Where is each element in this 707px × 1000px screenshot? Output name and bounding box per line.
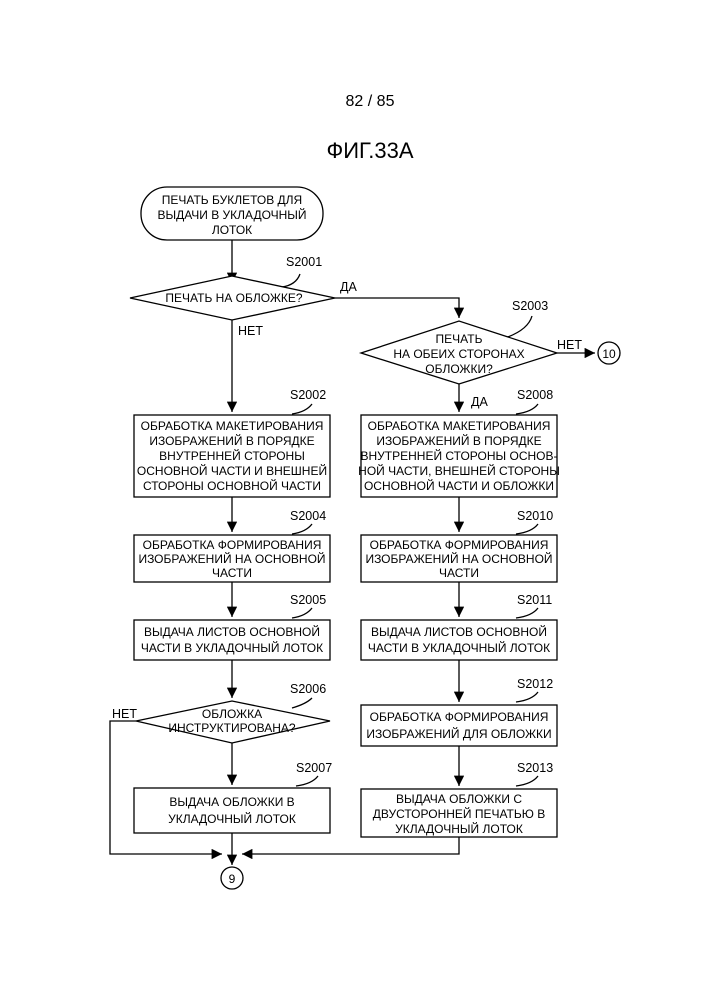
s2011-line-1: ВЫДАЧА ЛИСТОВ ОСНОВНОЙ (371, 624, 547, 639)
figure-title: ФИГ.33А (326, 138, 413, 163)
s2004-line-3: ЧАСТИ (212, 566, 252, 580)
step-id-s2001: S2001 (286, 255, 322, 269)
s2013-text: ВЫДАЧА ОБЛОЖКИ С ДВУСТОРОННЕЙ ПЕЧАТЬЮ В … (373, 792, 545, 836)
s2006-no-label: НЕТ (112, 707, 137, 721)
s2001-line-1: ПЕЧАТЬ НА ОБЛОЖКЕ? (165, 291, 302, 305)
s2001-no-label: НЕТ (238, 324, 263, 338)
step-id-s2005: S2005 (290, 593, 326, 607)
s2007-line-2: УКЛАДОЧНЫЙ ЛОТОК (168, 811, 296, 826)
s2002-line-2: ИЗОБРАЖЕНИЙ В ПОРЯДКЕ (149, 433, 314, 448)
step-id-s2006: S2006 (290, 682, 326, 696)
connector-10-label: 10 (602, 347, 616, 361)
step-labels: S2001 S2003 S2002 S2008 S2004 S2010 S200… (286, 255, 553, 775)
s2013-line-1: ВЫДАЧА ОБЛОЖКИ С (396, 792, 522, 806)
start-line-3: ЛОТОК (212, 223, 252, 237)
step-id-s2010: S2010 (517, 509, 553, 523)
page-number: 82 / 85 (346, 93, 395, 110)
step-id-s2012: S2012 (517, 677, 553, 691)
start-line-2: ВЫДАЧИ В УКЛАДОЧНЫЙ (157, 207, 306, 222)
s2001-text: ПЕЧАТЬ НА ОБЛОЖКЕ? (165, 291, 302, 305)
s2002-line-5: СТОРОНЫ ОСНОВНОЙ ЧАСТИ (143, 478, 321, 493)
s2003-line-2: НА ОБЕИХ СТОРОНАХ (393, 347, 524, 361)
step-id-s2003: S2003 (512, 299, 548, 313)
s2002-text: ОБРАБОТКА МАКЕТИРОВАНИЯ ИЗОБРАЖЕНИЙ В ПО… (137, 419, 327, 493)
s2012-line-2: ИЗОБРАЖЕНИЙ ДЛЯ ОБЛОЖКИ (366, 726, 551, 741)
s2011-line-2: ЧАСТИ В УКЛАДОЧНЫЙ ЛОТОК (368, 640, 550, 655)
s2012-line-1: ОБРАБОТКА ФОРМИРОВАНИЯ (370, 710, 549, 724)
s2013-line-3: УКЛАДОЧНЫЙ ЛОТОК (395, 821, 523, 836)
s2010-line-2: ИЗОБРАЖЕНИЙ НА ОСНОВНОЙ (365, 551, 552, 566)
step-id-s2007: S2007 (296, 761, 332, 775)
step-id-s2002: S2002 (290, 388, 326, 402)
s2003-line-1: ПЕЧАТЬ (436, 332, 483, 346)
s2008-line-5: ОСНОВНОЙ ЧАСТИ И ОБЛОЖКИ (364, 478, 554, 493)
s2001-yes-label: ДА (340, 280, 357, 294)
s2003-line-3: ОБЛОЖКИ? (425, 362, 493, 376)
start-line-1: ПЕЧАТЬ БУКЛЕТОВ ДЛЯ (162, 193, 302, 207)
s2008-line-4: НОЙ ЧАСТИ, ВНЕШНЕЙ СТОРОНЫ (358, 463, 560, 478)
s2007-line-1: ВЫДАЧА ОБЛОЖКИ В (169, 795, 294, 809)
s2002-line-4: ОСНОВНОЙ ЧАСТИ И ВНЕШНЕЙ (137, 463, 327, 478)
s2008-text: ОБРАБОТКА МАКЕТИРОВАНИЯ ИЗОБРАЖЕНИЙ В ПО… (358, 419, 560, 493)
s2013-line-2: ДВУСТОРОННЕЙ ПЕЧАТЬЮ В (373, 806, 545, 821)
s2005-line-1: ВЫДАЧА ЛИСТОВ ОСНОВНОЙ (144, 624, 320, 639)
s2002-line-3: ВНУТРЕННЕЙ СТОРОНЫ (159, 448, 305, 463)
s2008-line-1: ОБРАБОТКА МАКЕТИРОВАНИЯ (368, 419, 551, 433)
s2008-line-3: ВНУТРЕННЕЙ СТОРОНЫ ОСНОВ- (360, 448, 557, 463)
s2010-line-1: ОБРАБОТКА ФОРМИРОВАНИЯ (370, 538, 549, 552)
s2010-line-3: ЧАСТИ (439, 566, 479, 580)
s2008-line-2: ИЗОБРАЖЕНИЙ В ПОРЯДКЕ (376, 433, 541, 448)
s2004-line-1: ОБРАБОТКА ФОРМИРОВАНИЯ (143, 538, 322, 552)
s2006-line-2: ИНСТРУКТИРОВАНА? (168, 721, 296, 735)
s2005-line-2: ЧАСТИ В УКЛАДОЧНЫЙ ЛОТОК (141, 640, 323, 655)
s2003-no-label: НЕТ (557, 338, 582, 352)
s2004-line-2: ИЗОБРАЖЕНИЙ НА ОСНОВНОЙ (138, 551, 325, 566)
connector-9-label: 9 (229, 872, 236, 886)
step-id-s2011: S2011 (517, 593, 552, 607)
step-id-s2013: S2013 (517, 761, 553, 775)
s2006-line-1: ОБЛОЖКА (202, 707, 262, 721)
step-id-s2004: S2004 (290, 509, 326, 523)
step-id-s2008: S2008 (517, 388, 553, 402)
s2002-line-1: ОБРАБОТКА МАКЕТИРОВАНИЯ (141, 419, 324, 433)
s2003-yes-label: ДА (471, 395, 488, 409)
